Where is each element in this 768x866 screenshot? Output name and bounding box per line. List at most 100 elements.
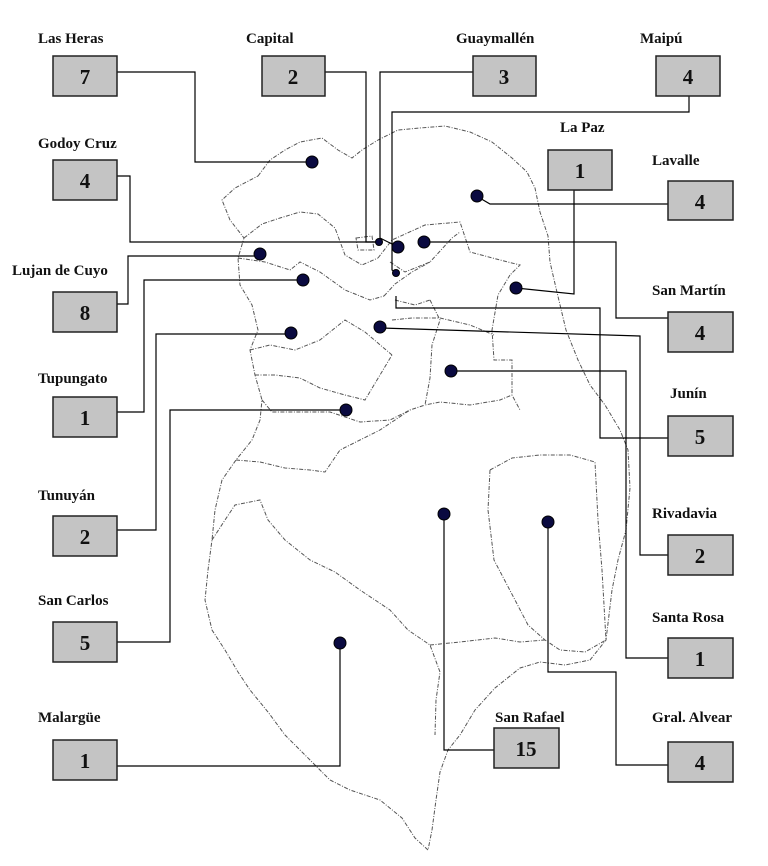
leader-las-heras: [117, 71, 312, 163]
marker-gral-alvear: [541, 515, 555, 529]
dept-junin: Junín 5: [667, 386, 734, 457]
border-junin-sanmartin: [491, 274, 521, 411]
count-box: [52, 55, 118, 97]
leader-junin: [395, 296, 668, 439]
count-box: [667, 637, 734, 679]
leader-santa-rosa: [451, 370, 668, 659]
dept-las-heras: Las Heras 7: [38, 31, 118, 97]
count-value: 15: [516, 737, 537, 761]
marker-capital: [375, 238, 383, 246]
marker-rivadavia: [373, 320, 387, 334]
leader-tupungato: [117, 279, 303, 413]
dept-label: Las Heras: [38, 31, 104, 47]
border-lujan-tupungato: [249, 319, 393, 356]
dept-la-paz: La Paz 1: [547, 120, 613, 191]
count-box: [52, 739, 118, 781]
border-lavalle-south: [377, 221, 521, 276]
dept-label: San Rafael: [495, 710, 565, 726]
dept-label: Junín: [670, 386, 707, 402]
dept-label: Capital: [246, 31, 294, 47]
dept-rivadavia: Rivadavia 2: [652, 506, 734, 576]
count-box: [547, 149, 613, 191]
count-box: [52, 621, 118, 663]
dept-label: Malargüe: [38, 710, 101, 726]
dept-lujan-de-cuyo: Lujan de Cuyo 8: [12, 263, 118, 333]
province-outline: [204, 125, 631, 851]
marker-tupungato: [296, 273, 310, 287]
count-value: 4: [695, 321, 706, 345]
marker-godoy-cruz: [417, 235, 431, 249]
border-guaymallen: [389, 231, 461, 273]
dept-label: Godoy Cruz: [38, 136, 117, 152]
dept-san-rafael: San Rafael 15: [493, 710, 565, 769]
count-box: [52, 291, 118, 333]
count-value: 2: [695, 544, 706, 568]
border-lasheras-south: [243, 211, 379, 266]
count-value: 1: [575, 159, 586, 183]
count-value: 5: [695, 425, 706, 449]
dept-san-carlos: San Carlos 5: [38, 593, 118, 663]
dept-guaymallen: Guaymallén 3: [456, 31, 537, 97]
dept-label: Santa Rosa: [652, 610, 725, 626]
dept-label: Gral. Alvear: [652, 710, 732, 726]
marker-santa-rosa: [444, 364, 458, 378]
count-box: [667, 534, 734, 576]
marker-lujan: [253, 247, 267, 261]
count-box: [493, 727, 560, 769]
count-value: 1: [695, 647, 706, 671]
dept-label: La Paz: [560, 120, 605, 136]
dept-label: Lujan de Cuyo: [12, 263, 108, 279]
border-sancarlos-south: [235, 409, 411, 473]
count-box: [667, 741, 734, 783]
dept-maipu: Maipú 4: [640, 31, 721, 97]
dept-label: Guaymallén: [456, 31, 535, 47]
dept-label: Tunuyán: [38, 488, 96, 504]
count-value: 4: [695, 751, 706, 775]
marker-guaymallen: [391, 240, 405, 254]
border-sanrafael-east: [429, 637, 546, 646]
count-value: 1: [80, 749, 91, 773]
leader-lujan: [117, 255, 260, 305]
dept-gral-alvear: Gral. Alvear 4: [652, 710, 734, 783]
dept-godoy-cruz: Godoy Cruz 4: [38, 136, 118, 201]
dept-label: San Carlos: [38, 593, 109, 609]
border-rivadavia-north: [391, 317, 495, 336]
count-value: 8: [80, 301, 91, 325]
leader-maipu: [391, 96, 690, 274]
dept-label: Lavalle: [652, 153, 700, 169]
marker-lavalle: [470, 189, 484, 203]
count-box: [261, 55, 326, 97]
count-value: 5: [80, 631, 91, 655]
count-box: [472, 55, 537, 97]
count-value: 2: [80, 525, 91, 549]
leader-malargue: [117, 643, 341, 767]
dept-santa-rosa: Santa Rosa 1: [652, 610, 734, 679]
leader-gral-alvear: [547, 522, 668, 766]
count-box: [667, 180, 734, 221]
leader-rivadavia: [379, 327, 668, 556]
leader-godoy-cruz: [117, 175, 378, 243]
count-value: 7: [80, 65, 91, 89]
count-value: 4: [683, 65, 694, 89]
count-value: 4: [80, 169, 91, 193]
marker-las-heras: [305, 155, 319, 169]
leader-san-carlos: [117, 409, 346, 643]
leader-san-martin: [424, 241, 668, 319]
dept-label: Maipú: [640, 31, 683, 47]
count-box: [52, 515, 118, 557]
border-alvear: [487, 454, 607, 653]
border-lujan-north: [237, 257, 385, 301]
count-box: [667, 415, 734, 457]
leader-guaymallen: [379, 71, 473, 247]
leader-lines: [117, 71, 690, 767]
marker-malargue: [333, 636, 347, 650]
dept-label: San Martín: [652, 283, 726, 299]
border-maipu: [383, 261, 431, 306]
border-capital: [355, 235, 375, 251]
marker-maipu: [392, 269, 400, 277]
dept-san-martin: San Martín 4: [652, 283, 734, 353]
dept-label: Tupungato: [38, 371, 108, 387]
dept-lavalle: Lavalle 4: [652, 153, 734, 221]
